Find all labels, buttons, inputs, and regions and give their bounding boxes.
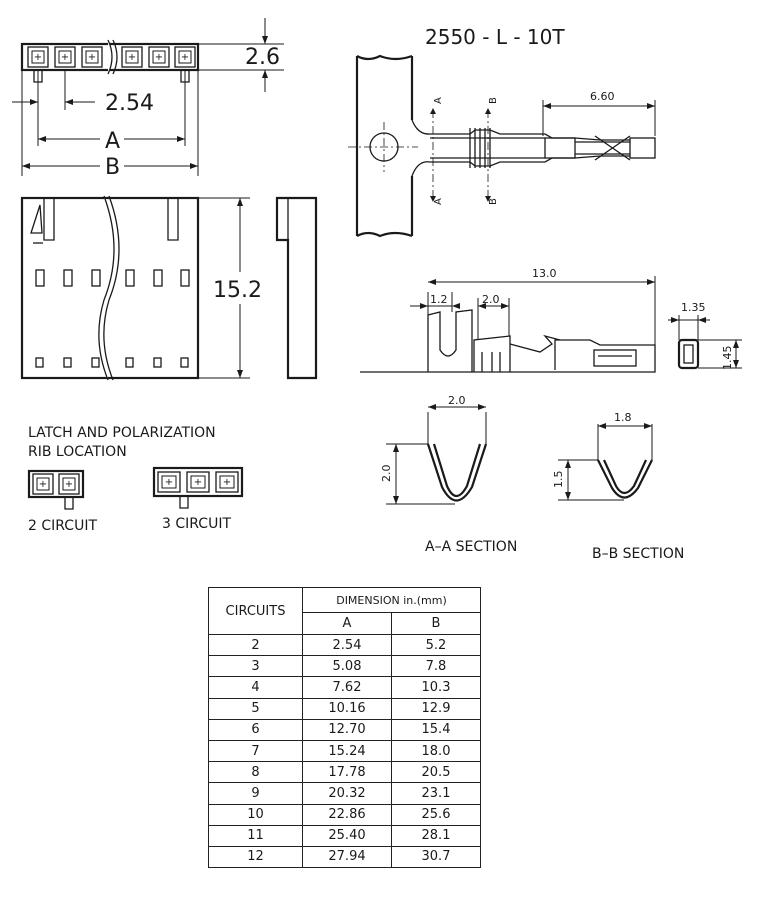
- cell-b: 28.1: [391, 824, 481, 847]
- cell-circuits: 9: [208, 782, 303, 805]
- housing-cells: + + + + + +: [27, 46, 196, 68]
- cell-circuits: 8: [208, 761, 303, 784]
- cell-circuits: 10: [208, 803, 303, 826]
- section-a-top: A: [433, 97, 444, 104]
- terminal-height-label: 1.45: [721, 346, 734, 371]
- aa-section: 2.0 2.0: [380, 394, 488, 505]
- cell-b: 10.3: [391, 676, 481, 699]
- cell-b: 7.8: [391, 655, 481, 678]
- circuit3-diagram: + + +: [152, 466, 244, 509]
- section-b-bottom: B: [488, 198, 499, 205]
- terminal-side-view: 13.0 1.2 2.0: [360, 267, 656, 373]
- cell-a: 7.62: [302, 676, 392, 699]
- bb-section: 1.8 1.5: [552, 411, 653, 501]
- cell-b: 12.9: [391, 697, 481, 720]
- section-b-top: B: [488, 97, 499, 104]
- part-number-title: 2550 - L - 10T: [425, 25, 565, 49]
- cell-b: 5.2: [391, 633, 481, 657]
- svg-text:+: +: [194, 477, 202, 488]
- cell-b: 20.5: [391, 761, 481, 784]
- cell-a: 22.86: [302, 803, 392, 826]
- height-dim-label: 2.6: [245, 45, 280, 70]
- svg-text:+: +: [65, 479, 73, 490]
- cell-circuits: 7: [208, 739, 303, 763]
- section-a-bottom: A: [433, 198, 444, 205]
- cell-a: 10.16: [302, 697, 392, 720]
- svg-text:+: +: [88, 52, 96, 63]
- cell-circuits: 11: [208, 824, 303, 847]
- terminal-width-label: 1.35: [681, 301, 706, 314]
- cell-circuits: 2: [208, 633, 303, 657]
- circuit3-label: 3 CIRCUIT: [162, 516, 231, 532]
- cell-a: 5.08: [302, 655, 392, 678]
- svg-text:+: +: [61, 52, 69, 63]
- header-col-b: B: [391, 612, 481, 635]
- cell-a: 15.24: [302, 739, 392, 763]
- svg-text:+: +: [223, 477, 231, 488]
- header-circuits: CIRCUITS: [208, 587, 303, 635]
- latch-note-line2: RIB LOCATION: [28, 444, 127, 460]
- terminal-length-label: 13.0: [532, 267, 557, 280]
- cell-a: 25.40: [302, 824, 392, 847]
- aa-height-label: 2.0: [380, 465, 393, 483]
- cell-a: 20.32: [302, 782, 392, 805]
- circuit2-diagram: + +: [27, 469, 85, 510]
- terminal-gap-label: 2.0: [482, 293, 500, 306]
- svg-text:+: +: [165, 477, 173, 488]
- housing-top-view: + + + + + + 2.6 2.54: [12, 18, 284, 180]
- dim-b-label: B: [105, 155, 120, 180]
- svg-text:+: +: [128, 52, 136, 63]
- aa-section-label: A–A SECTION: [425, 539, 517, 555]
- cell-circuits: 4: [208, 676, 303, 699]
- header-col-a: A: [302, 612, 392, 635]
- cell-b: 30.7: [391, 845, 481, 869]
- cell-circuits: 6: [208, 718, 303, 741]
- svg-text:+: +: [181, 52, 189, 63]
- svg-text:+: +: [34, 52, 42, 63]
- terminal-offset-label: 1.2: [430, 293, 448, 306]
- cell-b: 23.1: [391, 782, 481, 805]
- cell-a: 12.70: [302, 718, 392, 741]
- dim-a-label: A: [105, 129, 120, 154]
- cell-b: 15.4: [391, 718, 481, 741]
- header-dimension: DIMENSION in.(mm): [302, 587, 481, 613]
- terminal-strip-view: A A B B 6.60: [348, 54, 656, 238]
- bb-height-label: 1.5: [552, 471, 565, 489]
- housing-front-view: 15.2: [20, 195, 262, 381]
- bb-width-label: 1.8: [614, 411, 632, 424]
- body-height-label: 15.2: [213, 278, 262, 303]
- cell-a: 17.78: [302, 761, 392, 784]
- circuit2-label: 2 CIRCUIT: [28, 518, 97, 534]
- terminal-end-view: 1.35 1.45: [668, 301, 742, 370]
- svg-text:+: +: [155, 52, 163, 63]
- cell-b: 18.0: [391, 739, 481, 763]
- bb-section-label: B–B SECTION: [592, 546, 684, 562]
- cell-circuits: 5: [208, 697, 303, 720]
- aa-width-label: 2.0: [448, 394, 466, 407]
- housing-side-view: [275, 196, 318, 380]
- latch-note-line1: LATCH AND POLARIZATION: [28, 425, 216, 441]
- cell-circuits: 3: [208, 655, 303, 678]
- pitch-dim-label: 2.54: [105, 91, 154, 116]
- cell-a: 2.54: [302, 633, 392, 657]
- svg-text:+: +: [39, 479, 47, 490]
- cell-circuits: 12: [208, 845, 303, 869]
- tail-dim-label: 6.60: [590, 90, 615, 103]
- cell-b: 25.6: [391, 803, 481, 826]
- cell-a: 27.94: [302, 845, 392, 869]
